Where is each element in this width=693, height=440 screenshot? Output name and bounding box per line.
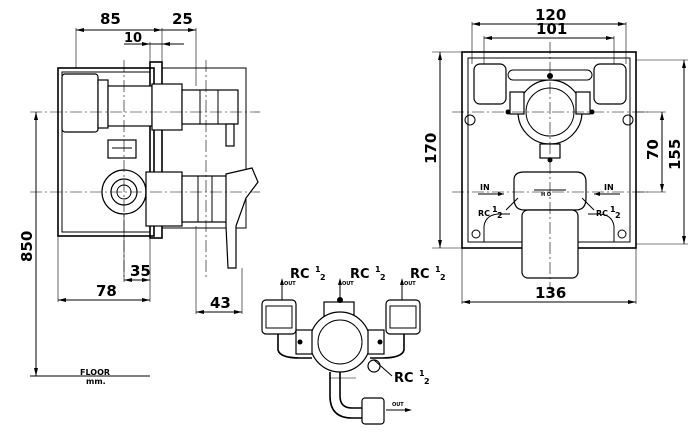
svg-text:2: 2 (424, 377, 430, 386)
dim-120: 120 (535, 6, 566, 24)
svg-text:2: 2 (380, 273, 386, 282)
svg-text:1: 1 (435, 265, 441, 274)
svg-text:2: 2 (497, 211, 503, 220)
rc-label-top-left: RC (290, 267, 310, 282)
svg-text:OUT: OUT (284, 281, 296, 287)
dim-101: 101 (536, 20, 567, 38)
rc-label-top-right: RC (410, 267, 430, 282)
dim-78: 78 (96, 282, 117, 300)
dim-850: 850 (18, 231, 36, 262)
in-label-left: IN (480, 183, 490, 192)
dim-25: 25 (172, 10, 193, 28)
dim-70: 70 (644, 139, 662, 160)
rc-label-top-center: RC (350, 267, 370, 282)
side-view: 85 25 10 850 FLOOR mm. 35 78 (18, 10, 260, 386)
valve-body-detail: OUT RC 1 2 OUT RC 1 2 OUT RC 1 2 RC 1 2 … (261, 265, 446, 425)
dim-35: 35 (130, 262, 151, 280)
dim-43: 43 (210, 294, 231, 312)
rc-label-right: RC (596, 209, 608, 218)
rc-label-bottom: RC (394, 371, 414, 386)
svg-text:OUT: OUT (392, 402, 404, 408)
dim-155: 155 (666, 139, 684, 170)
svg-text:1: 1 (419, 369, 425, 378)
floor-label: FLOOR (80, 368, 110, 377)
svg-text:1: 1 (492, 205, 498, 214)
svg-text:OUT: OUT (342, 281, 354, 287)
dim-10: 10 (124, 31, 142, 46)
rc-label-left: RC (478, 209, 490, 218)
svg-text:2: 2 (440, 273, 446, 282)
svg-text:2: 2 (615, 211, 621, 220)
svg-text:1: 1 (375, 265, 381, 274)
dim-170: 170 (422, 133, 440, 164)
dim-136: 136 (535, 284, 566, 302)
lever-handle (225, 167, 259, 269)
floor-unit-label: mm. (86, 377, 106, 386)
dim-85: 85 (100, 10, 121, 28)
svg-text:1: 1 (610, 205, 616, 214)
svg-text:2: 2 (320, 273, 326, 282)
in-label-right: IN (604, 183, 614, 192)
wall-plate (57, 67, 155, 237)
svg-text:H O: H O (541, 192, 551, 198)
svg-text:1: 1 (315, 265, 321, 274)
svg-text:OUT: OUT (404, 281, 416, 287)
front-view: H O IN IN RC 1 2 RC 1 2 120 101 (422, 6, 688, 304)
